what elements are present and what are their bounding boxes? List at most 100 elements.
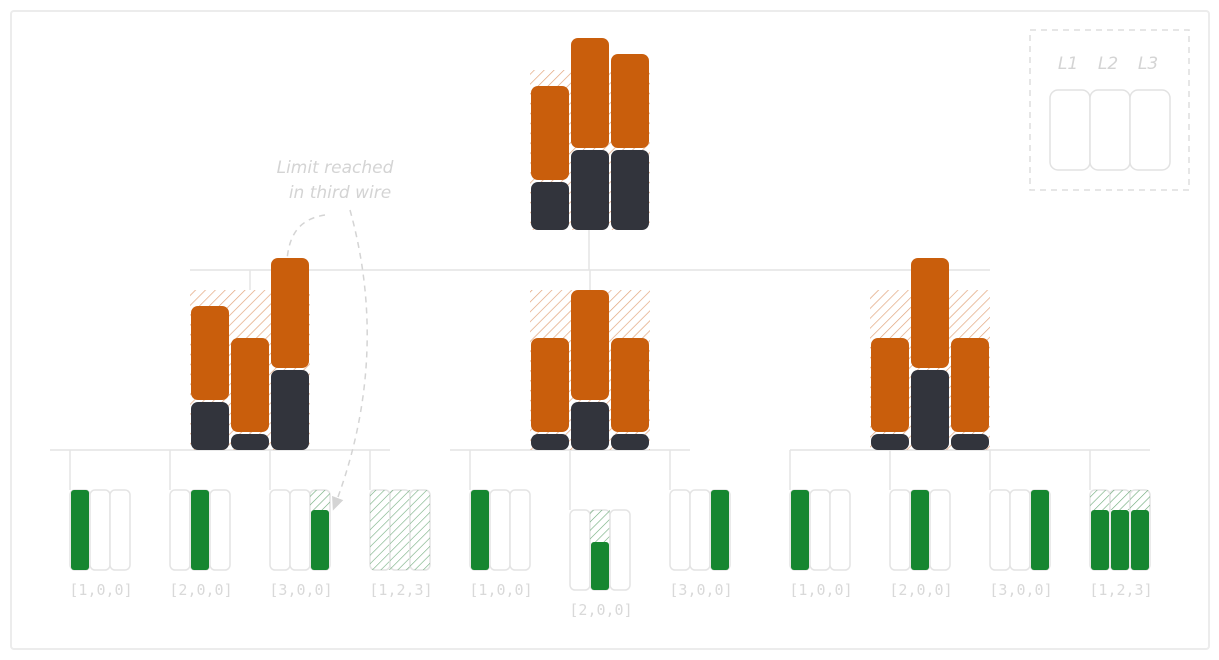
leaf-node-3 <box>269 450 331 571</box>
leaf-fill-bar-1 <box>71 490 89 570</box>
orange-load-bar-3 <box>271 258 309 368</box>
annotation-line-2: in third wire <box>289 183 391 203</box>
leaf-node-1 <box>69 450 131 571</box>
leaf-slot-1 <box>269 489 291 571</box>
legend-label-l3: L3 <box>1138 54 1158 74</box>
leaf-slot-3 <box>929 489 951 571</box>
leaf-hatch-3 <box>1130 490 1150 510</box>
orange-load-bar-3 <box>611 54 649 148</box>
orange-load-bar-2 <box>571 290 609 400</box>
leaf-hatch-3 <box>410 490 430 570</box>
leaf-slot-2 <box>489 489 511 571</box>
dark-load-bar-1 <box>871 434 909 450</box>
mid-node-3 <box>870 258 990 450</box>
leaf-slot-1 <box>889 489 911 571</box>
dark-load-bar-1 <box>191 402 229 450</box>
legend-label-l2: L2 <box>1098 54 1118 74</box>
leaf-fill-bar-2 <box>911 490 929 570</box>
leaf-slot-2 <box>289 489 311 571</box>
dark-load-bar-1 <box>531 182 569 230</box>
leaf-slot-2 <box>89 489 111 571</box>
leaf-hatch-1 <box>1090 490 1110 510</box>
orange-load-bar-2 <box>571 38 609 148</box>
leaf-slot-3 <box>609 509 631 591</box>
dark-load-bar-2 <box>571 150 609 230</box>
leaf-fill-bar-3 <box>1131 510 1149 570</box>
leaf-slot-1 <box>669 489 691 571</box>
leaf-hatch-3 <box>310 490 330 510</box>
leaf-label-9: [2,0,0] <box>889 581 952 599</box>
leaf-slot-2 <box>809 489 831 571</box>
orange-load-bar-1 <box>531 338 569 432</box>
leaf-fill-bar-3 <box>711 490 729 570</box>
legend-label-l1: L1 <box>1058 54 1078 74</box>
leaf-slot-1 <box>169 489 191 571</box>
dark-load-bar-2 <box>571 402 609 450</box>
leaf-fill-bar-3 <box>311 510 329 570</box>
leaf-node-7 <box>669 450 731 571</box>
orange-load-bar-3 <box>611 338 649 432</box>
leaf-node-11 <box>1089 450 1151 571</box>
leaf-label-3: [3,0,0] <box>269 581 332 599</box>
leaf-slot-2 <box>689 489 711 571</box>
dark-load-bar-2 <box>911 370 949 450</box>
diagram-frame <box>10 10 1210 650</box>
annotation-line-1: Limit reached <box>277 158 394 178</box>
leaf-node-2 <box>169 450 231 571</box>
leaf-node-6 <box>569 450 631 591</box>
orange-load-bar-1 <box>531 86 569 180</box>
orange-load-bar-2 <box>231 338 269 432</box>
leaf-hatch-2 <box>390 490 410 570</box>
leaf-fill-bar-2 <box>1111 510 1129 570</box>
leaf-node-10 <box>989 450 1051 571</box>
dark-load-bar-3 <box>611 434 649 450</box>
orange-load-bar-2 <box>911 258 949 368</box>
leaf-slot-3 <box>109 489 131 571</box>
dark-load-bar-1 <box>531 434 569 450</box>
dark-load-bar-2 <box>231 434 269 450</box>
dark-load-bar-3 <box>611 150 649 230</box>
mid-node-2 <box>530 290 650 450</box>
leaf-slot-3 <box>209 489 231 571</box>
mid-node-1 <box>190 258 310 450</box>
legend-box: L1 L2 L3 <box>1029 29 1190 191</box>
dark-load-bar-3 <box>271 370 309 450</box>
leaf-node-5 <box>469 450 531 571</box>
annotation-arrow-down <box>332 209 368 511</box>
legend-slot-l3 <box>1129 89 1171 171</box>
leaf-label-2: [2,0,0] <box>169 581 232 599</box>
leaf-hatch-2 <box>1110 490 1130 510</box>
leaf-hatch-2 <box>590 510 610 542</box>
node-groups <box>69 38 1151 591</box>
legend-slot-l1 <box>1049 89 1091 171</box>
legend-border <box>1029 29 1190 191</box>
leaf-slot-2 <box>1009 489 1031 571</box>
leaf-label-7: [3,0,0] <box>669 581 732 599</box>
leaf-node-8 <box>789 450 851 571</box>
leaf-label-11: [1,2,3] <box>1089 581 1152 599</box>
orange-load-bar-3 <box>951 338 989 432</box>
leaf-fill-bar-1 <box>791 490 809 570</box>
leaf-fill-bar-2 <box>191 490 209 570</box>
leaf-labels: [1,0,0][2,0,0][3,0,0][1,2,3][1,0,0][2,0,… <box>69 581 1152 619</box>
leaf-node-4 <box>369 450 431 571</box>
legend-slot-l2 <box>1089 89 1131 171</box>
leaf-label-4: [1,2,3] <box>369 581 432 599</box>
dark-load-bar-3 <box>951 434 989 450</box>
leaf-label-10: [3,0,0] <box>989 581 1052 599</box>
leaf-slot-3 <box>829 489 851 571</box>
root-node <box>530 38 650 230</box>
orange-load-bar-1 <box>871 338 909 432</box>
leaf-hatch-1 <box>370 490 390 570</box>
leaf-fill-bar-1 <box>1091 510 1109 570</box>
leaf-fill-bar-3 <box>1031 490 1049 570</box>
leaf-node-9 <box>889 450 951 571</box>
leaf-slot-1 <box>569 509 591 591</box>
leaf-label-1: [1,0,0] <box>69 581 132 599</box>
orange-load-bar-1 <box>191 306 229 400</box>
leaf-fill-bar-2 <box>591 542 609 590</box>
leaf-slot-3 <box>509 489 531 571</box>
annotation: Limit reached in third wire <box>277 158 394 511</box>
leaf-label-6: [2,0,0] <box>569 601 632 619</box>
